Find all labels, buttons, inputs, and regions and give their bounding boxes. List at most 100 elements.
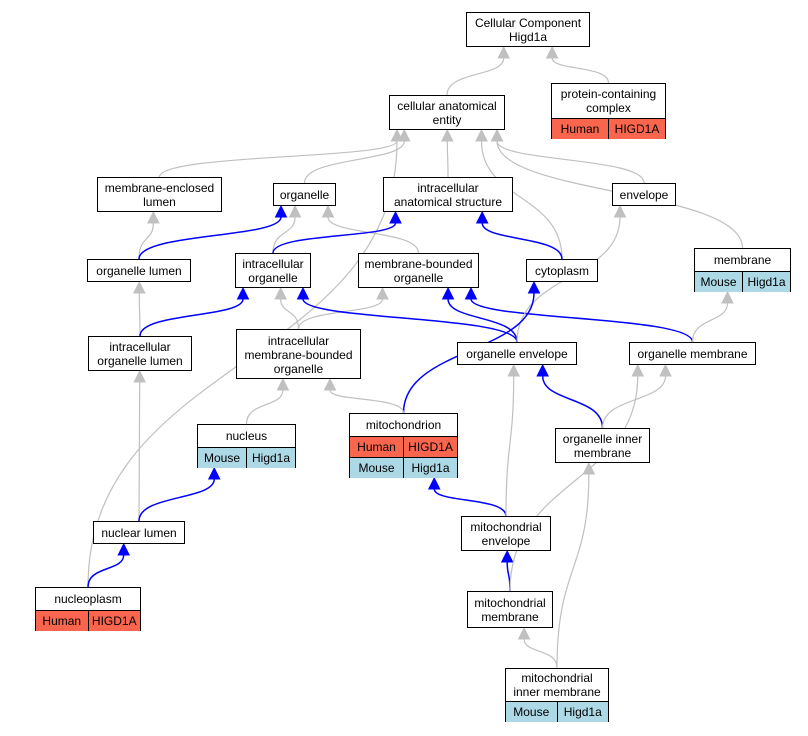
node-label: organelle <box>279 188 330 202</box>
arrowhead <box>389 210 402 224</box>
node-membrane-bounded-organelle[interactable]: membrane-bounded organelle <box>358 253 479 288</box>
gene-label: HIGD1A <box>608 119 665 139</box>
edge-cytoplasm-to-intracellular_anatomical_structure <box>481 222 563 260</box>
edge-membrane_bounded_organelle-to-organelle <box>327 216 420 254</box>
node-organelle-membrane[interactable]: organelle membrane <box>629 342 756 365</box>
node-label: mitochondrion <box>365 418 442 432</box>
node-organelle-inner-membrane[interactable]: organelle inner membrane <box>555 428 650 463</box>
edge-organelle_lumen-to-membrane_enclosed_lumen <box>138 222 154 260</box>
edge-mitochondrial_inner_membrane-to-organelle_inner_membrane <box>556 473 590 669</box>
arrowhead <box>207 466 221 480</box>
edge-nuclear_lumen-to-nucleus <box>138 478 215 522</box>
edge-protein_containing_complex-to-cellular_component <box>551 57 610 84</box>
arrowhead <box>464 286 478 300</box>
arrowhead <box>274 204 288 218</box>
node-organelle-envelope[interactable]: organelle envelope <box>457 342 577 365</box>
edge-organelle_envelope-to-intracellular_organelle <box>302 298 518 343</box>
gene-label: HIGD1A <box>403 437 457 457</box>
node-label: cytoplasm <box>534 264 590 278</box>
node-label: intracellular anatomical structure <box>393 181 503 209</box>
edge-intracellular_organelle-to-intracellular_anatomical_structure <box>272 222 397 254</box>
species-label: Mouse <box>358 461 395 475</box>
arrowhead <box>276 377 290 391</box>
edge-intracellular_organelle-to-organelle <box>272 216 296 254</box>
node-cellular-anatomical-entity[interactable]: cellular anatomical entity <box>389 95 505 130</box>
edge-organelle_inner_membrane-to-organelle_membrane <box>601 375 667 429</box>
edge-envelope-to-cellular_anatomical_entity <box>496 140 645 184</box>
edge-intracellular_organelle_lumen-to-organelle_lumen <box>138 292 141 337</box>
node-cytoplasm[interactable]: cytoplasm <box>526 259 598 282</box>
edge-nuclear_lumen-to-intracellular_organelle_lumen <box>138 381 141 522</box>
gene-label: HIGD1A <box>87 611 141 631</box>
arrowhead <box>631 363 645 377</box>
node-intracellular-organelle[interactable]: intracellular organelle <box>235 253 311 288</box>
node-mitochondrial-membrane[interactable]: mitochondrial membrane <box>467 591 553 628</box>
edge-organelle_membrane-to-membrane <box>691 302 729 343</box>
arrowhead <box>117 542 131 556</box>
arrowhead <box>236 286 250 300</box>
node-label: intracellular organelle <box>242 257 304 285</box>
edge-cytoplasm-to-cellular_anatomical_entity <box>480 140 563 260</box>
arrowhead <box>376 286 389 300</box>
edge-mitochondrial_inner_membrane-to-mitochondrial_membrane <box>523 638 558 669</box>
node-organelle-lumen[interactable]: organelle lumen <box>87 259 191 282</box>
edge-intracellular_membrane_bounded_organelle-to-intracellular_organelle <box>280 298 300 330</box>
edge-organelle_membrane-to-membrane_bounded_organelle <box>470 298 694 343</box>
edge-nucleus-to-intracellular_membrane_bounded_organelle <box>245 389 284 425</box>
arrowhead <box>274 286 287 300</box>
node-label: protein-containing complex <box>560 87 657 115</box>
species-label: Mouse <box>203 451 241 465</box>
edge-membrane_enclosed_lumen-to-cellular_anatomical_entity <box>158 140 398 178</box>
gene-label: Higd1a <box>403 458 457 478</box>
edge-nucleoplasm-to-nuclear_lumen <box>87 554 125 588</box>
arrowhead <box>133 369 147 383</box>
arrowhead <box>507 363 521 377</box>
node-label: organelle envelope <box>466 347 568 361</box>
arrowhead <box>475 128 488 142</box>
arrowhead <box>323 377 337 391</box>
arrowhead <box>427 476 441 490</box>
edge-cellular_anatomical_entity-to-cellular_component <box>446 57 505 96</box>
arrowhead <box>475 210 489 224</box>
node-intracellular-organelle-lumen[interactable]: intracellular organelle lumen <box>88 336 192 371</box>
node-membrane-enclosed-lumen[interactable]: membrane-enclosed lumen <box>97 177 222 212</box>
edge-mitochondrial_envelope-to-mitochondrion <box>433 488 507 517</box>
node-intracellular-anatomical-structure[interactable]: intracellular anatomical structure <box>383 177 513 212</box>
node-label: Cellular Component Higd1a <box>474 16 582 44</box>
human-annotation-row: Human HIGD1A <box>36 610 140 631</box>
arrowhead <box>288 204 302 218</box>
edge-intracellular_anatomical_structure-to-cellular_anatomical_entity <box>446 140 449 178</box>
edge-intracellular_membrane_bounded_organelle-to-membrane_bounded_organelle <box>297 298 384 330</box>
human-annotation-row: Human HIGD1A <box>552 118 665 139</box>
node-label: membrane <box>713 253 772 267</box>
arrowhead <box>390 128 404 142</box>
node-mitochondrial-envelope[interactable]: mitochondrial envelope <box>461 516 551 551</box>
edge-organelle-to-cellular_anatomical_entity <box>303 140 405 184</box>
species-label: Human <box>560 122 600 136</box>
node-label: intracellular membrane-bounded organelle <box>244 333 353 376</box>
node-label: organelle membrane <box>637 347 748 361</box>
arrowhead <box>721 290 734 304</box>
node-intracellular-membrane-bounded-organelle[interactable]: intracellular membrane-bounded organelle <box>236 329 361 379</box>
node-organelle[interactable]: organelle <box>273 183 336 206</box>
arrowhead <box>296 286 310 300</box>
node-cellular-component[interactable]: Cellular Component Higd1a <box>466 12 590 47</box>
node-label: cellular anatomical entity <box>397 99 497 127</box>
arrowhead <box>536 363 549 377</box>
node-envelope[interactable]: envelope <box>612 183 676 206</box>
species-label: Human <box>42 614 82 628</box>
edge-organelle_inner_membrane-to-organelle_envelope <box>541 375 604 429</box>
node-label: mitochondrial envelope <box>470 520 542 548</box>
node-nuclear-lumen[interactable]: nuclear lumen <box>93 521 185 544</box>
gene-label: Higd1a <box>556 702 609 722</box>
arrowhead <box>545 45 559 59</box>
